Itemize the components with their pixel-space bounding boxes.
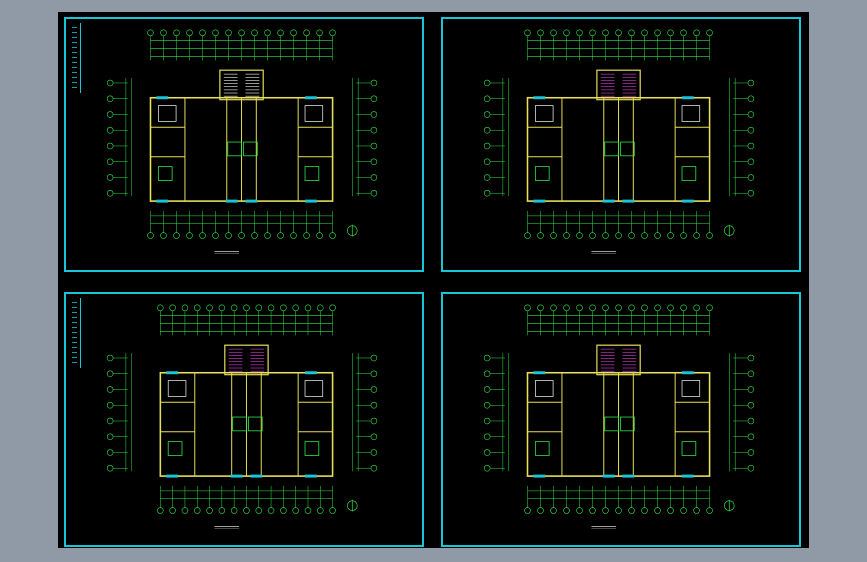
drawing-sheet-1[interactable] bbox=[64, 17, 424, 272]
floor-plan-3 bbox=[106, 304, 378, 529]
floor-plan-4 bbox=[483, 304, 755, 529]
floor-plan-1 bbox=[106, 29, 378, 254]
drawing-sheet-4[interactable] bbox=[441, 292, 801, 547]
drawing-sheet-2[interactable] bbox=[441, 17, 801, 272]
drawing-sheet-3[interactable] bbox=[64, 292, 424, 547]
floor-plan-2 bbox=[483, 29, 755, 254]
cad-drawing-canvas[interactable] bbox=[58, 12, 809, 548]
title-block-strip bbox=[70, 23, 81, 93]
title-block-strip bbox=[70, 298, 81, 368]
